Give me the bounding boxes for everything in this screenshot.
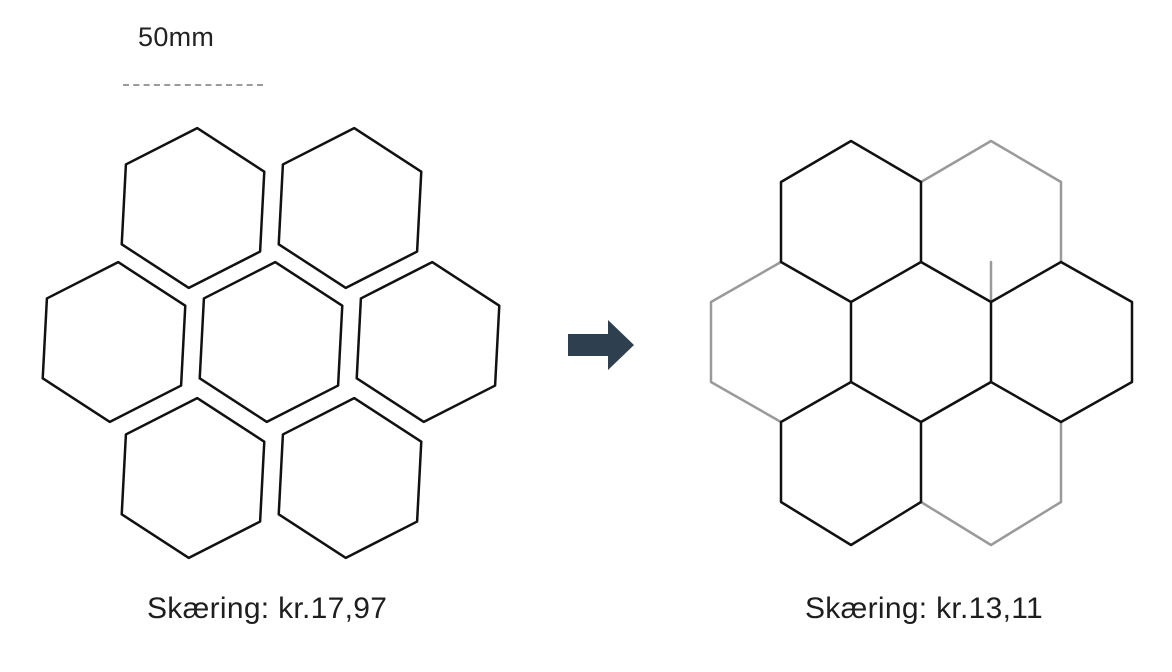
cut-edge-line-2 — [849, 260, 993, 424]
hexagon-center — [198, 260, 344, 424]
hexagon-bottom-right — [277, 396, 423, 560]
scale-line — [123, 84, 263, 86]
separate-cost-label: Skæring: kr.17,97 — [147, 592, 388, 625]
shared-edge-line-1 — [919, 139, 1063, 264]
shared-edge-line-3 — [709, 260, 783, 424]
shared-edge-hexagons-group — [709, 139, 1134, 547]
separate-hexagons-group — [41, 126, 501, 560]
hexagon-top-left — [120, 126, 266, 290]
hexagon-top-right — [277, 126, 423, 290]
arrow-icon — [568, 320, 634, 370]
shared-edge-line-5 — [919, 420, 1063, 547]
hexagon-middle-left — [41, 260, 187, 424]
cut-edge-line-4 — [779, 380, 923, 547]
shared-edges-cost-label: Skæring: kr.13,11 — [805, 592, 1043, 625]
scale-label: 50mm — [138, 22, 215, 52]
cut-edge-line-1 — [779, 139, 923, 304]
hexagon-middle-right — [355, 260, 501, 424]
hexagon-bottom-left — [120, 396, 266, 560]
cut-edge-line-3 — [989, 260, 1134, 424]
